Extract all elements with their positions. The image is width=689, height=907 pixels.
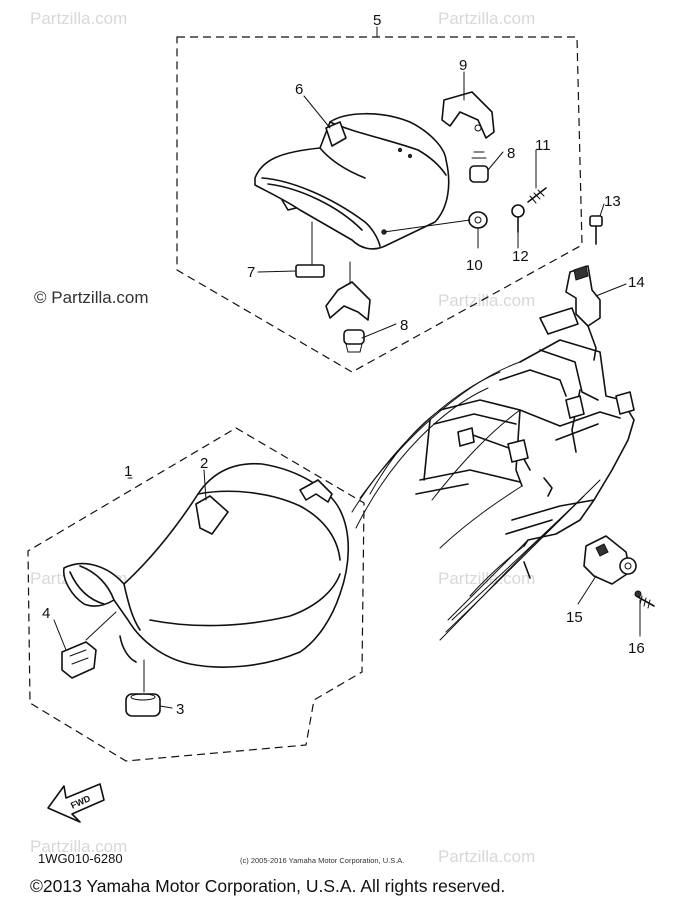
callout-15: 15: [566, 609, 583, 626]
lock-cylinder-part-15: [583, 535, 637, 585]
callout-5: 5: [373, 12, 381, 29]
rear-seat-cowl: [254, 112, 450, 250]
bolt-part-14: [589, 215, 603, 245]
emblem-part-2: [195, 495, 229, 535]
callout-13: 14: [628, 274, 645, 291]
watermark-top-left: Partzilla.com: [30, 9, 127, 28]
watermark-top-right: Partzilla.com: [438, 9, 535, 28]
callout-10: 10: [466, 257, 483, 274]
callout-4: 4: [42, 605, 50, 622]
callout-8-upper: 8: [507, 145, 515, 162]
fwd-arrow-icon: FWD: [47, 783, 105, 823]
seat-lock-part-13: [539, 265, 601, 361]
callout-11: 12: [512, 248, 529, 265]
damper-part-4: [61, 641, 97, 679]
part-code: 1WG010-6280: [38, 851, 123, 866]
emblem-part-6: [325, 121, 347, 147]
grommet-part-8-lower: [343, 329, 365, 353]
grommet-part-8-upper: [469, 151, 489, 183]
cushion-part-3: [125, 693, 161, 717]
screw-part-16: [634, 590, 655, 609]
callout-8-lower: 8: [400, 317, 408, 334]
leader-lines: [53, 26, 641, 709]
seat-rear-hook: [299, 479, 333, 503]
callout-9: 9: [459, 57, 467, 74]
pad-part-7: [295, 264, 325, 278]
bolt-part-11: [511, 204, 525, 233]
bracket-part-9: [441, 91, 495, 139]
callout-16: 16: [628, 640, 645, 657]
watermark-bottom-left: Partzilla.com: [30, 837, 127, 856]
callout-12: 11: [535, 137, 551, 154]
callout-6: 6: [295, 81, 303, 98]
callout-1: 1: [124, 463, 132, 480]
rear-cowl-group-box: [176, 36, 583, 373]
callout-3: 3: [176, 701, 184, 718]
watermark-bottom-right: Partzilla.com: [438, 847, 535, 866]
callouts: 5 6 9 8 11 13 10 12 14 7 8 1 2 4 3 15 16: [42, 12, 645, 718]
damper-part-10: [468, 211, 488, 229]
main-seat-group-box: [27, 427, 365, 762]
small-copyright: (c) 2005-2016 Yamaha Motor Corporation, …: [240, 856, 404, 865]
screw-part-12: [527, 187, 547, 204]
watermark-mid-right: Partzilla.com: [438, 291, 535, 310]
watermark-labeled: © Partzilla.com: [34, 288, 149, 307]
footer-copyright: ©2013 Yamaha Motor Corporation, U.S.A. A…: [30, 876, 506, 896]
callout-2: 2: [200, 455, 208, 472]
callout-7: 7: [247, 264, 255, 281]
callout-14: 13: [604, 193, 621, 210]
frame-assembly: [351, 339, 635, 641]
bracket-lower-cowl: [325, 281, 371, 321]
main-seat: [62, 462, 350, 668]
